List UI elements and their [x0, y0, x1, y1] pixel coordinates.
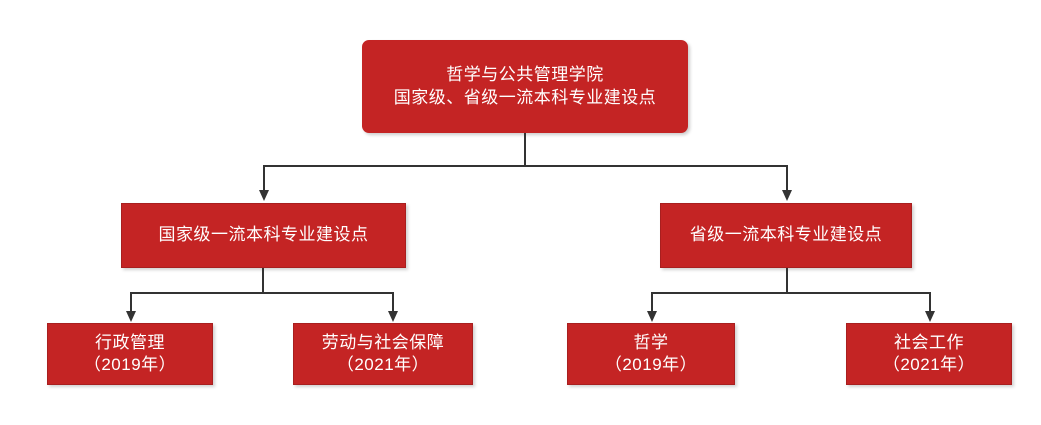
arrowhead-to-branch-2: [782, 190, 792, 201]
root-node-line-2: 国家级、省级一流本科专业建设点: [393, 87, 657, 107]
leaf-node-labor-social-security-year: （2021年）: [336, 355, 430, 374]
connector-root-drop-right: [786, 165, 788, 191]
arrowhead-to-leaf-2: [388, 311, 398, 322]
leaf-node-philosophy[interactable]: 哲学 （2019年）: [567, 323, 735, 385]
connector-branch2-drop-right: [929, 292, 931, 312]
connector-branch1-stem: [262, 268, 264, 294]
branch-node-national-label: 国家级一流本科专业建设点: [158, 225, 369, 245]
leaf-node-philosophy-name: 哲学: [633, 332, 669, 352]
root-node[interactable]: 哲学与公共管理学院 国家级、省级一流本科专业建设点: [362, 40, 688, 133]
connector-branch1-drop-right: [392, 292, 394, 312]
branch-node-provincial-label: 省级一流本科专业建设点: [689, 225, 883, 245]
connector-branch2-drop-left: [651, 292, 653, 312]
connector-branch2-stem: [786, 268, 788, 294]
connector-branch2-bus: [651, 292, 931, 294]
arrowhead-to-leaf-4: [925, 311, 935, 322]
leaf-node-labor-social-security-name: 劳动与社会保障: [321, 332, 445, 352]
branch-node-provincial[interactable]: 省级一流本科专业建设点: [660, 203, 912, 268]
connector-branch1-drop-left: [130, 292, 132, 312]
connector-root-drop-left: [263, 165, 265, 191]
leaf-node-social-work[interactable]: 社会工作 （2021年）: [846, 323, 1012, 385]
leaf-node-administration-year: （2019年）: [83, 355, 177, 374]
branch-node-national[interactable]: 国家级一流本科专业建设点: [121, 203, 406, 268]
leaf-node-administration-name: 行政管理: [95, 332, 165, 352]
connector-root-stem: [524, 133, 526, 167]
arrowhead-to-leaf-1: [126, 311, 136, 322]
leaf-node-administration[interactable]: 行政管理 （2019年）: [47, 323, 213, 385]
leaf-node-philosophy-year: （2019年）: [604, 355, 698, 374]
connector-root-bus: [263, 165, 788, 167]
arrowhead-to-branch-1: [259, 190, 269, 201]
connector-branch1-bus: [130, 292, 394, 294]
root-node-line-1: 哲学与公共管理学院: [446, 65, 604, 85]
arrowhead-to-leaf-3: [647, 311, 657, 322]
leaf-node-social-work-name: 社会工作: [894, 332, 964, 352]
leaf-node-labor-social-security[interactable]: 劳动与社会保障 （2021年）: [293, 323, 473, 385]
leaf-node-social-work-year: （2021年）: [882, 355, 976, 374]
